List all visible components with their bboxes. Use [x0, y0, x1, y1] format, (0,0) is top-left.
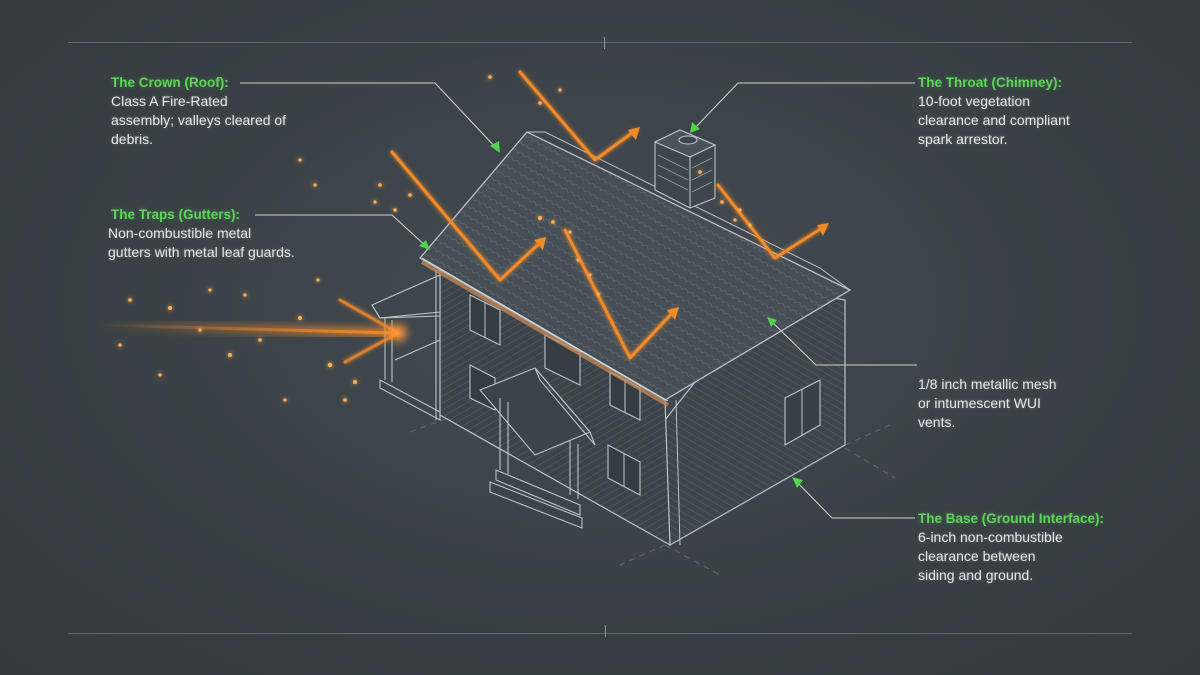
- bottom-center-tick: [605, 625, 606, 637]
- vent-arrowhead: [767, 317, 777, 327]
- callout-body: 10-foot vegetation clearance and complia…: [918, 93, 1070, 147]
- callout-title: The Base (Ground Interface):: [918, 511, 1105, 526]
- throat-leader: [692, 82, 915, 131]
- ember-particles: [118, 75, 752, 402]
- callout-title: The Traps (Gutters):: [111, 207, 241, 222]
- crown-arrowhead: [490, 141, 500, 153]
- top-frame-line: [68, 42, 1132, 43]
- callout-vents: 1/8 inch metallic mesh or intumescent WU…: [918, 375, 1057, 432]
- ember-trails: [95, 70, 829, 364]
- callout-body: 1/8 inch metallic mesh or intumescent WU…: [918, 376, 1057, 430]
- crown-leader: [240, 82, 499, 151]
- entry-portico: [479, 367, 596, 529]
- callout-throat-chimney: The Throat (Chimney): 10-foot vegetation…: [918, 73, 1070, 149]
- traps-arrowhead: [419, 240, 430, 250]
- callout-traps-gutters: The Traps (Gutters): Non-combustible met…: [108, 205, 295, 262]
- callout-base-ground: The Base (Ground Interface): 6-inch non-…: [918, 509, 1104, 585]
- leader-lines: [240, 82, 917, 519]
- top-center-tick: [604, 37, 605, 49]
- vent-leader: [769, 319, 917, 366]
- callout-body: Class A Fire-Rated assembly; valleys cle…: [111, 93, 287, 147]
- base-arrowhead: [792, 477, 803, 488]
- arrowheads: [419, 122, 803, 488]
- chimney: [653, 129, 717, 209]
- callout-title: The Crown (Roof):: [111, 75, 229, 90]
- base-leader: [794, 479, 915, 519]
- callout-crown-roof: The Crown (Roof): Class A Fire-Rated ass…: [111, 73, 286, 149]
- throat-arrowhead: [690, 122, 700, 133]
- callout-body: 6-inch non-combustible clearance between…: [918, 529, 1063, 583]
- bottom-frame-line: [68, 633, 1132, 634]
- side-porch: [371, 270, 441, 421]
- traps-leader: [255, 214, 429, 249]
- ground-guides: [409, 409, 896, 576]
- callout-title: The Throat (Chimney):: [918, 75, 1062, 90]
- callout-body: Non-combustible metal gutters with metal…: [108, 225, 295, 260]
- roof: [419, 131, 852, 407]
